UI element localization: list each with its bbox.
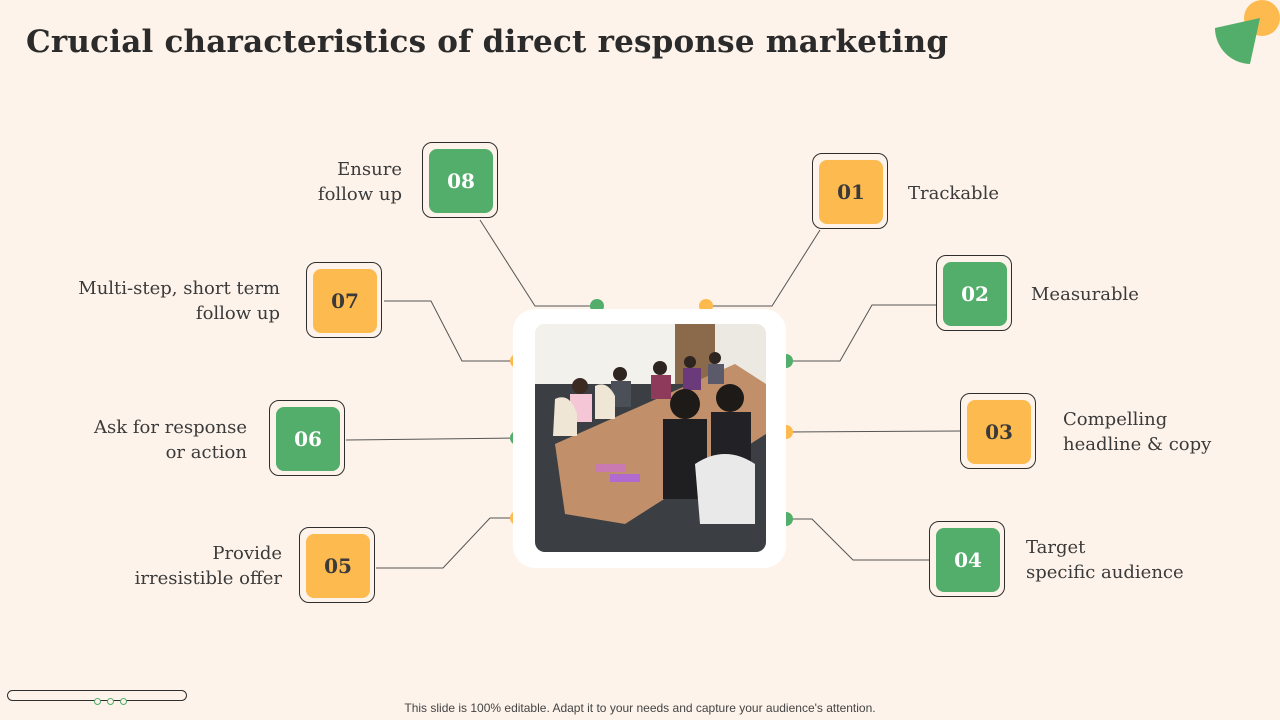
- item-badge-08: 08: [422, 142, 498, 218]
- item-badge-02: 02: [936, 255, 1012, 331]
- item-number-03: 03: [967, 400, 1031, 464]
- connector-06: [345, 437, 518, 441]
- item-label-01: Trackable: [908, 183, 999, 204]
- connector-05: [376, 517, 517, 569]
- item-number-05: 05: [306, 534, 370, 598]
- item-label-03: Compelling headline & copy: [1063, 409, 1212, 455]
- item-badge-06: 06: [269, 400, 345, 476]
- item-number-02: 02: [943, 262, 1007, 326]
- item-label-05: Provide irresistible offer: [134, 543, 282, 589]
- corner-decoration-icon: [1215, 0, 1280, 64]
- connector-02: [786, 304, 938, 362]
- item-label-08: Ensure follow up: [317, 159, 402, 205]
- item-number-07: 07: [313, 269, 377, 333]
- item-label-07: Multi-step, short term follow up: [78, 278, 280, 324]
- item-label-04: Target specific audience: [1026, 537, 1184, 583]
- connector-04: [786, 518, 931, 561]
- connector-01: [706, 229, 821, 307]
- meeting-photo-icon: [535, 324, 766, 552]
- item-number-04: 04: [936, 528, 1000, 592]
- item-number-06: 06: [276, 407, 340, 471]
- connector-07: [384, 300, 517, 362]
- item-number-08: 08: [429, 149, 493, 213]
- connector-08: [479, 219, 597, 307]
- item-label-02: Measurable: [1031, 284, 1139, 305]
- connector-03: [785, 430, 963, 433]
- item-badge-05: 05: [299, 527, 375, 603]
- slide-dot-icon: [107, 698, 114, 705]
- slide-dot-icon: [94, 698, 101, 705]
- item-badge-04: 04: [929, 521, 1005, 597]
- footer-note: This slide is 100% editable. Adapt it to…: [404, 701, 876, 715]
- page-title: Crucial characteristics of direct respon…: [26, 24, 949, 60]
- item-label-06: Ask for response or action: [93, 417, 247, 463]
- item-badge-07: 07: [306, 262, 382, 338]
- slide-dot-icon: [120, 698, 127, 705]
- item-badge-01: 01: [812, 153, 888, 229]
- item-number-01: 01: [819, 160, 883, 224]
- item-badge-03: 03: [960, 393, 1036, 469]
